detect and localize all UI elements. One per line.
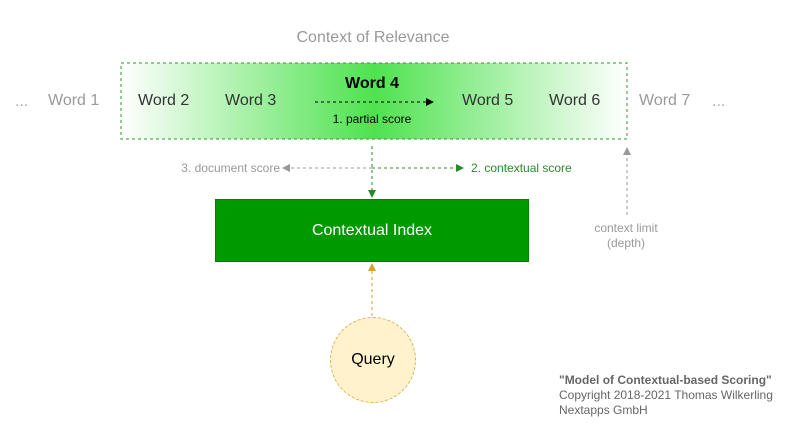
- context-window: [120, 62, 628, 140]
- partial-score-label: 1. partial score: [332, 112, 412, 126]
- context-title: Context of Relevance: [296, 29, 450, 46]
- credits: "Model of Contextual-based Scoring" Copy…: [559, 373, 802, 418]
- credits-title: "Model of Contextual-based Scoring": [559, 373, 772, 387]
- word-2: Word 2: [138, 92, 190, 109]
- credits-company: Nextapps GmbH: [559, 403, 648, 417]
- ellipsis-left: ...: [15, 93, 29, 110]
- ellipsis-right: ...: [712, 93, 726, 110]
- word-7: Word 7: [639, 92, 691, 109]
- contextual-index-box: Contextual Index: [215, 199, 529, 262]
- word-3: Word 3: [225, 92, 277, 109]
- word-5: Word 5: [462, 92, 514, 109]
- context-limit-line1: context limit: [594, 221, 658, 235]
- word-1: Word 1: [48, 92, 100, 109]
- context-limit-label: context limit (depth): [576, 221, 676, 251]
- contextual-score-label: 2. contextual score: [471, 161, 572, 175]
- document-score-label: 3. document score: [181, 161, 280, 175]
- word-4-focus: Word 4: [345, 75, 399, 92]
- credits-copyright: Copyright 2018-2021 Thomas Wilkerling: [559, 388, 773, 402]
- context-limit-line2: (depth): [606, 236, 646, 250]
- query-node: Query: [330, 317, 416, 403]
- query-label: Query: [351, 351, 395, 368]
- contextual-index-label: Contextual Index: [311, 221, 433, 239]
- word-6: Word 6: [549, 92, 601, 109]
